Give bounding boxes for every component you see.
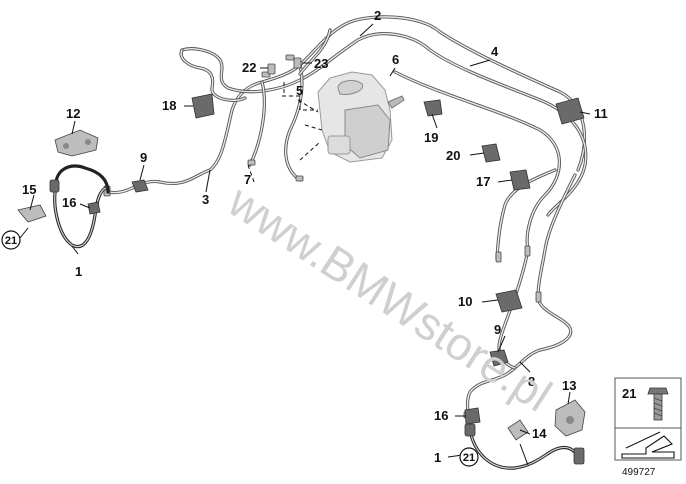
callout-9-upper: 9 (140, 150, 147, 165)
callout-17: 17 (476, 174, 490, 189)
connectors-22-23 (267, 57, 302, 75)
pump-motor (327, 135, 351, 155)
brake-hose-left (49, 164, 110, 249)
callout-4: 4 (491, 44, 499, 59)
fitting-nut (524, 245, 531, 257)
brake-pipes (106, 15, 588, 420)
callout-6: 6 (392, 52, 399, 67)
pad-11 (555, 97, 585, 125)
pipe-right-branches (393, 70, 577, 300)
callout-22: 22 (242, 60, 256, 75)
svg-text:21: 21 (5, 235, 17, 247)
legend-bolt-label: 21 (622, 386, 636, 401)
clip-16-left (87, 201, 101, 215)
callout-7: 7 (244, 172, 251, 187)
callout-16-right: 16 (434, 408, 448, 423)
callout-20: 20 (446, 148, 460, 163)
callout-1-left: 1 (75, 264, 82, 279)
callout-12: 12 (66, 106, 80, 121)
clip-19 (423, 99, 443, 117)
hose-end-fitting (49, 179, 60, 193)
callout-21-right: 21 (459, 447, 479, 467)
hose-holder-14 (507, 419, 529, 441)
pipe-mid-branch (248, 28, 332, 182)
callout-13: 13 (562, 378, 576, 393)
callout-14: 14 (532, 426, 547, 441)
valve-block (344, 104, 391, 159)
svg-text:21: 21 (463, 452, 475, 464)
clip-9-upper (131, 179, 149, 193)
fitting-nut (495, 251, 502, 263)
hydraulic-unit (317, 71, 405, 163)
fitting-nut (295, 175, 304, 182)
callout-8: 8 (528, 374, 535, 389)
clip-10 (495, 289, 523, 313)
clip-17 (509, 169, 531, 191)
callout-23: 23 (314, 56, 328, 71)
reservoir-cap (337, 80, 364, 95)
clip-20 (481, 143, 501, 163)
bracket-12 (54, 129, 99, 157)
diagram-number: 499727 (622, 467, 656, 478)
callouts: 1 1 2 3 4 5 6 7 8 9 9 10 11 12 13 14 15 … (1, 8, 608, 467)
arrow-icon (621, 431, 675, 459)
hose-holder-15 (17, 204, 47, 223)
callout-2: 2 (374, 8, 381, 23)
fitting-nut (535, 291, 542, 303)
hose-end-fitting (464, 423, 476, 437)
bolt-icon (647, 387, 669, 421)
callout-15: 15 (22, 182, 36, 197)
leader-lines (29, 23, 591, 466)
sensor-lever (387, 95, 405, 109)
dashed-guides (247, 82, 323, 183)
callout-11: 11 (594, 106, 608, 121)
callout-1-right: 1 (434, 450, 441, 465)
legend-box: 21 499727 (614, 377, 682, 478)
callout-10: 10 (458, 294, 472, 309)
callout-18: 18 (162, 98, 176, 113)
pad-18 (191, 93, 215, 119)
pipe-loop-upper (179, 32, 588, 217)
brake-hose-right (464, 423, 585, 470)
hose-end-fitting (573, 447, 585, 465)
callout-21-left: 21 (1, 227, 29, 250)
callout-9-lower: 9 (494, 322, 501, 337)
callout-16-left: 16 (62, 195, 76, 210)
clip-9-lower (489, 349, 509, 367)
callout-19: 19 (424, 130, 438, 145)
callout-3: 3 (202, 192, 209, 207)
fitting-nut (247, 159, 256, 166)
callout-5: 5 (296, 83, 303, 98)
bracket-13 (554, 399, 586, 437)
fitting-nut (285, 54, 295, 61)
clip-16-right (464, 407, 481, 425)
